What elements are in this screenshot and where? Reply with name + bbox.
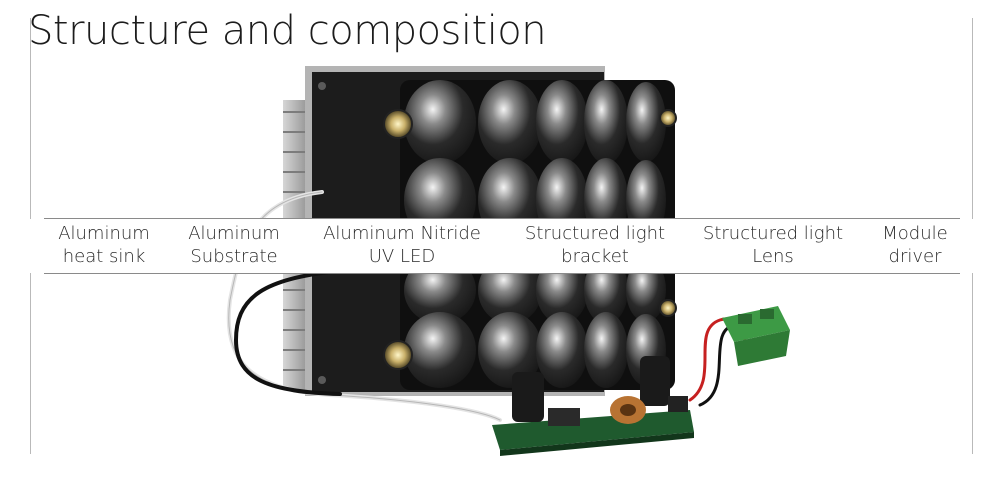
label-line-2: UV LED [368, 246, 436, 267]
label-line-1: Aluminum [188, 223, 280, 244]
component-labels: Aluminum heat sink Aluminum Substrate Al… [44, 220, 960, 272]
module-driver-board [492, 356, 694, 456]
label-aluminum-substrate: Aluminum Substrate [182, 222, 286, 268]
label-line-1: Aluminum [58, 223, 150, 244]
terminal-block [722, 306, 790, 366]
label-line-1: Aluminum Nitride [323, 223, 481, 244]
label-aluminum-heat-sink: Aluminum heat sink [52, 222, 156, 268]
label-line-1: Structured light [524, 223, 666, 244]
label-aluminum-nitride-uv-led: Aluminum Nitride UV LED [312, 222, 492, 268]
label-structured-light-lens: Structured light Lens [690, 222, 856, 268]
label-structured-light-bracket: Structured light bracket [512, 222, 678, 268]
label-band-bottom-rule [44, 273, 960, 274]
label-band [0, 219, 1000, 273]
label-line-1: Structured light [702, 223, 844, 244]
label-line-2: Substrate [190, 246, 278, 267]
page-title: Structure and composition [28, 8, 547, 54]
label-line-1: Module [882, 223, 948, 244]
label-line-2: heat sink [62, 246, 146, 267]
label-line-2: driver [888, 246, 942, 267]
label-module-driver: Module driver [870, 222, 960, 268]
label-line-2: bracket [561, 246, 629, 267]
label-line-2: Lens [752, 246, 794, 267]
label-band-top-rule [44, 218, 960, 219]
